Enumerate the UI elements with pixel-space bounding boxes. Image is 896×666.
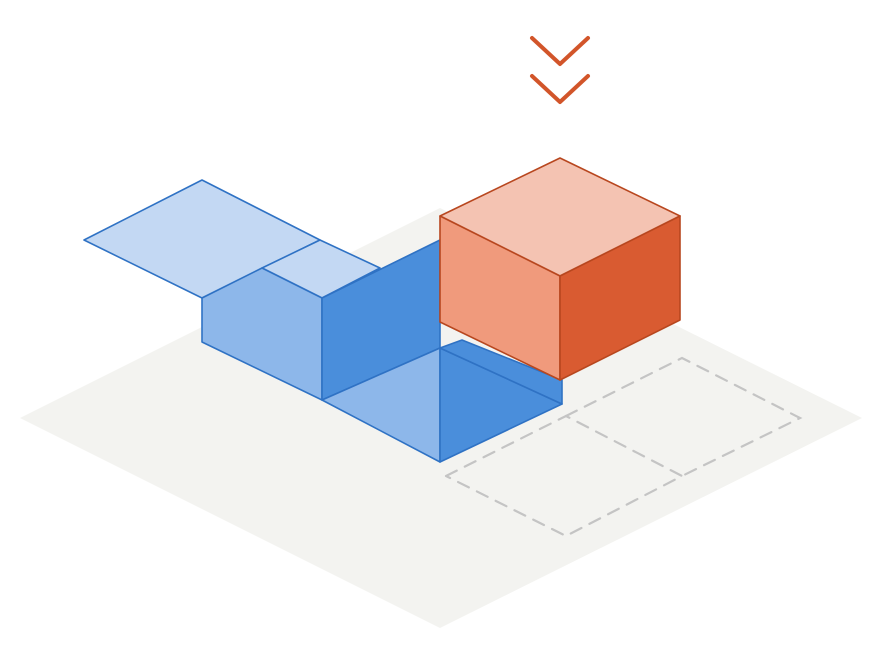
empty-slot-outline (444, 356, 803, 538)
blue-folded-net (83, 179, 563, 463)
orange-cube-right (559, 215, 681, 381)
blue-right-wall (439, 339, 563, 405)
chevron-down-icon (530, 36, 590, 66)
empty-slot-dashes (444, 414, 685, 538)
double-chevron-down-icon (530, 36, 590, 104)
chevron-down-icon-lower (530, 74, 590, 104)
empty-slot-dashes-2 (564, 356, 803, 478)
orange-cube (439, 157, 681, 381)
